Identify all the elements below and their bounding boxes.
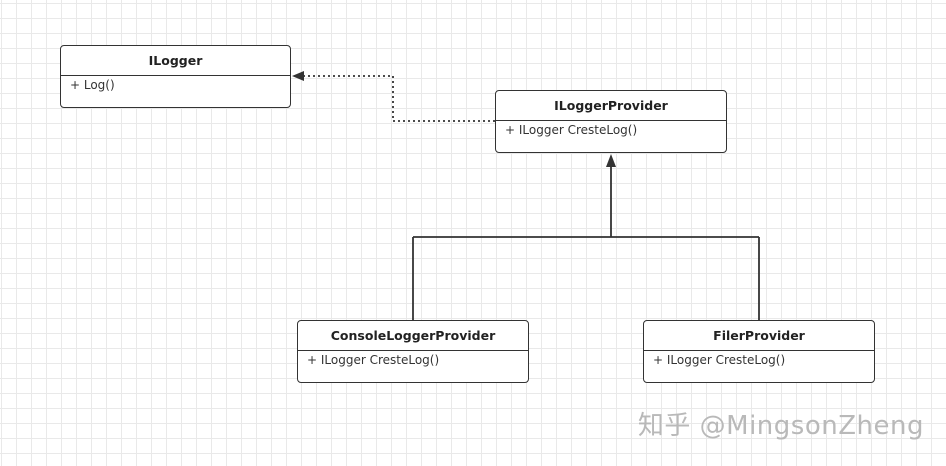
dependency-arrowhead — [292, 71, 304, 81]
ilogger-class-name: ILogger — [61, 46, 290, 76]
inheritance-arrowhead — [606, 154, 616, 167]
ilogger-method-log: + Log() — [70, 78, 115, 92]
iloggerprovider-method-crestelog: + ILogger CresteLog() — [505, 123, 638, 137]
consoleloggerprovider-method-crestelog: + ILogger CresteLog() — [307, 353, 440, 367]
consoleloggerprovider-class-box[interactable]: ConsoleLoggerProvider + ILogger CresteLo… — [297, 320, 529, 383]
filerprovider-method-crestelog: + ILogger CresteLog() — [653, 353, 786, 367]
iloggerprovider-class-name: ILoggerProvider — [496, 91, 726, 121]
watermark-text: 知乎 @MingsonZheng — [637, 411, 924, 441]
ilogger-class-box[interactable]: ILogger + Log() — [60, 45, 291, 108]
iloggerprovider-class-box[interactable]: ILoggerProvider + ILogger CresteLog() — [495, 90, 727, 153]
filerprovider-class-box[interactable]: FilerProvider + ILogger CresteLog() — [643, 320, 875, 383]
filerprovider-class-name: FilerProvider — [644, 321, 874, 351]
consoleloggerprovider-class-name: ConsoleLoggerProvider — [298, 321, 528, 351]
dependency-line-iloggerprovider-to-ilogger — [303, 75, 495, 122]
